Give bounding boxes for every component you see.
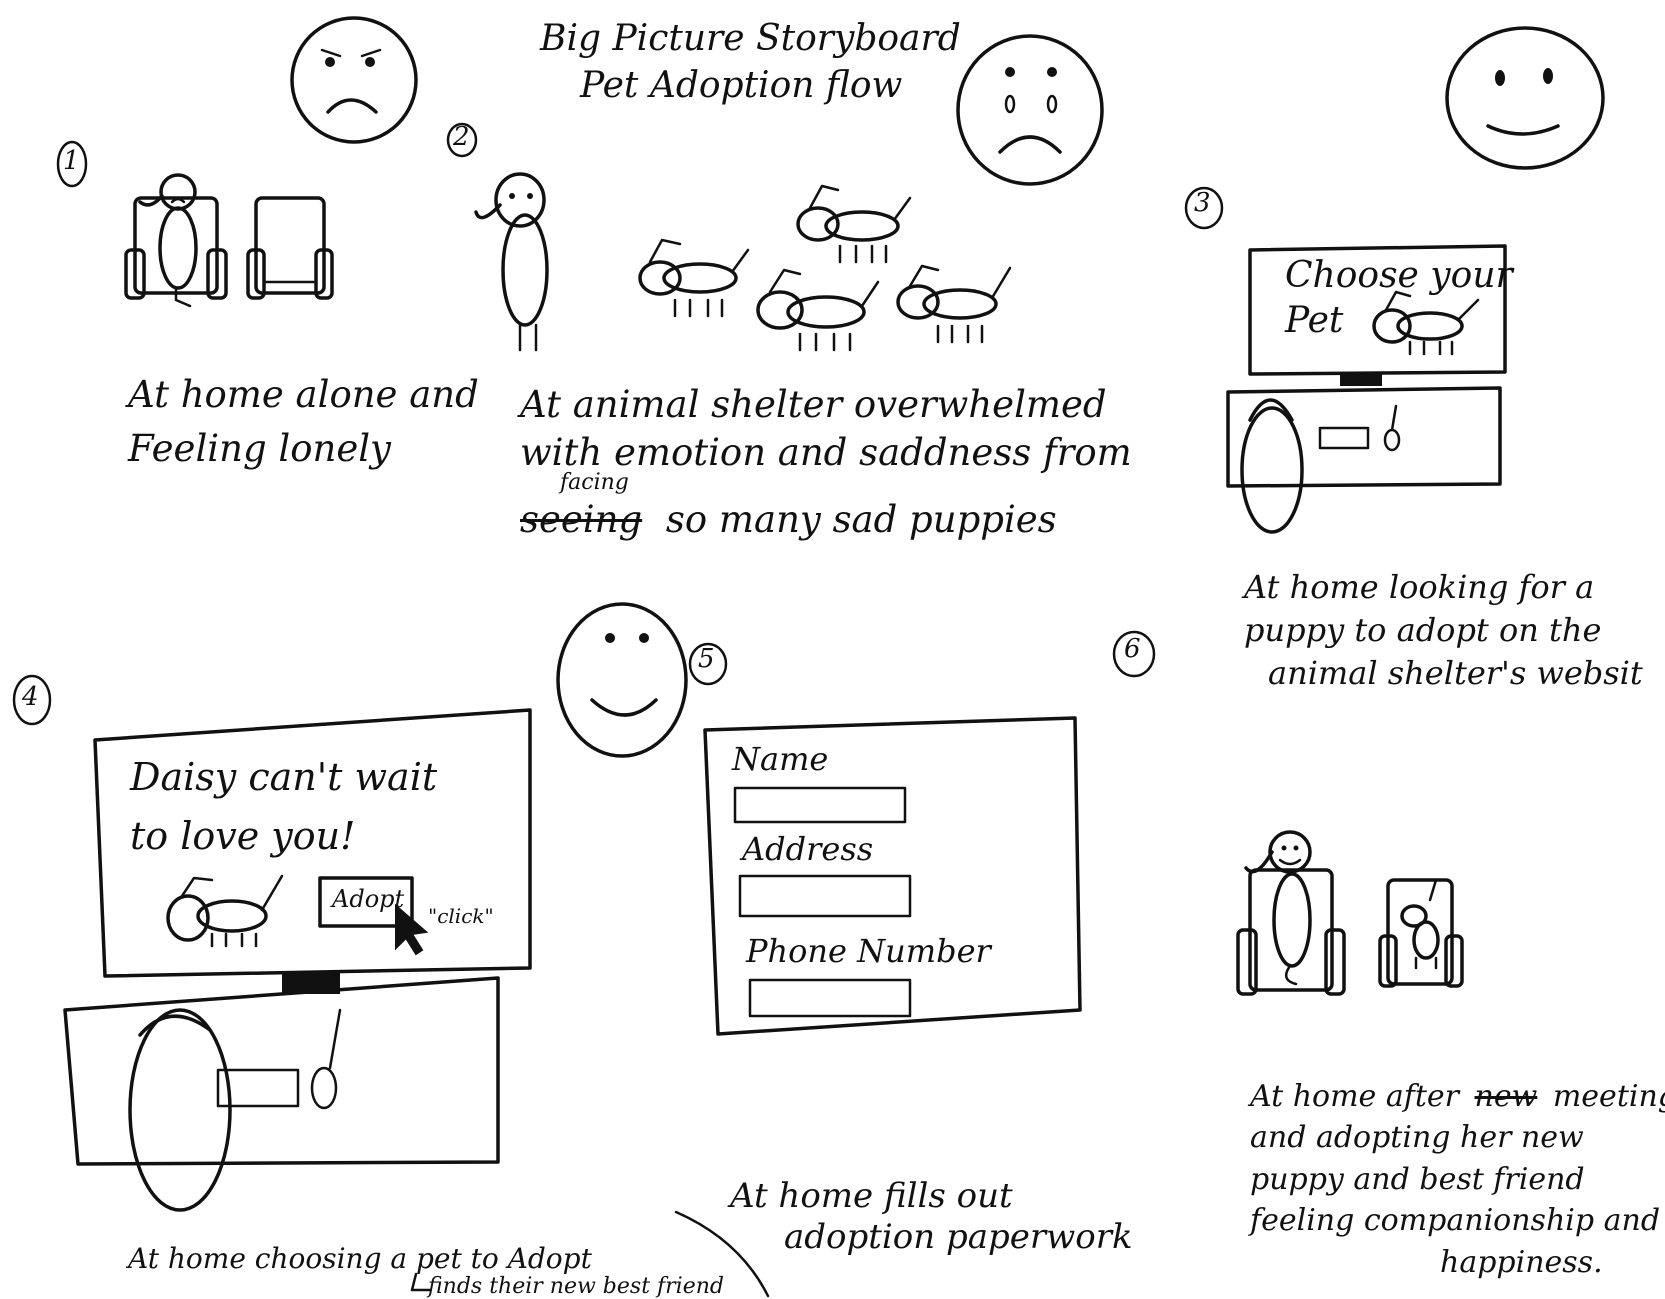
page-title: Big Picture Storyboard Pet Adoption flow [540,16,961,110]
dog-icon [796,184,912,264]
dog-icon [896,264,1012,344]
panel-6-caption: At home after new meeting and adopting h… [1250,1079,1665,1280]
panel-3-caption: At home looking for a puppy to adopt on … [1244,568,1643,693]
person-icon [474,172,549,352]
form-label-address: Address [742,830,874,868]
dog-icon [638,238,750,318]
dog-icon [166,874,284,948]
computer-icon [63,708,532,1212]
panel-4-caption: At home choosing a pet to Adopt finds th… [128,1242,724,1299]
crying-face-icon [956,34,1104,186]
computer-icon [1226,244,1507,534]
happy-face-icon [1445,26,1605,170]
dog-icon [1400,878,1440,970]
dog-icon [1372,290,1480,356]
panel-number-2: 2 [453,122,470,152]
screen-heading: Choose your Pet [1285,255,1513,341]
form-label-phone: Phone Number [746,932,991,970]
armchair-icon [1236,868,1464,996]
title-line-2: Pet Adoption flow [580,64,903,106]
dog-icon [756,268,880,352]
panel-1-caption: At home alone and Feeling lonely [128,373,479,471]
title-line-1: Big Picture Storyboard [540,18,961,59]
adopt-button[interactable]: Adopt [332,885,405,913]
panel-5-caption: At home fills out adoption paperwork [730,1176,1133,1257]
smiley-face-icon [556,602,688,758]
form-outline [703,716,1082,1036]
click-note: "click" [428,904,494,928]
cursor-icon [395,903,429,956]
screen-message: Daisy can't wait to love you! [130,755,438,858]
panel-2-caption: At animal shelter overwhelmed with emoti… [520,383,1132,541]
struck-word: new [1474,1079,1538,1114]
armchair-icon [124,196,334,300]
caption-insert-word: facing [560,469,629,495]
adopt-button-outline [318,876,414,928]
panel-number-4: 4 [22,682,39,712]
panel-number-1: 1 [63,146,80,176]
person-icon [1244,830,1312,986]
panel-number-5: 5 [698,644,715,674]
person-icon [138,173,198,308]
form-label-name: Name [732,740,829,778]
panel-number-3: 3 [1194,188,1211,218]
panel-number-6: 6 [1124,634,1141,664]
struck-word: seeing [520,497,643,541]
sad-face-icon [290,16,418,144]
